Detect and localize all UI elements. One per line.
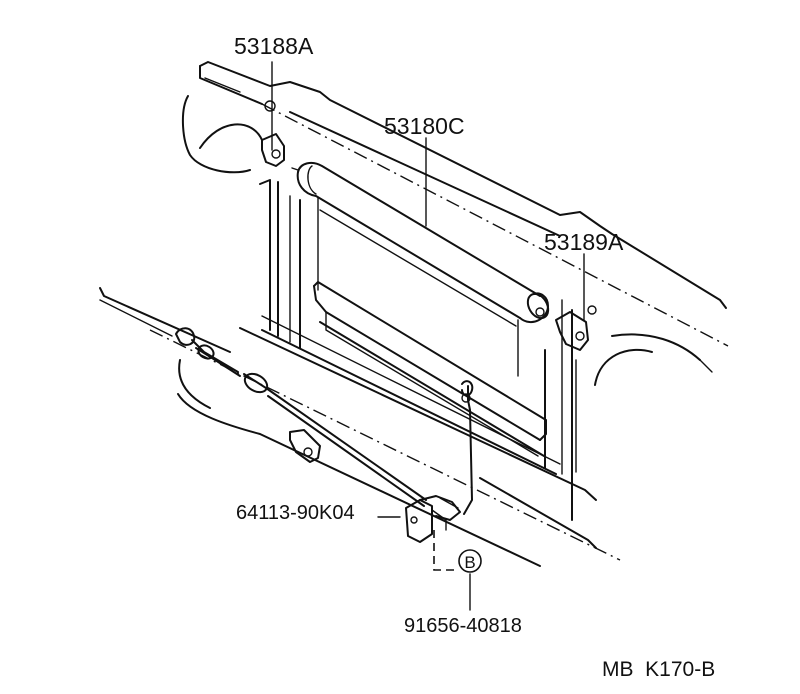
leader-lines	[271, 61, 585, 611]
callout-b: B	[458, 549, 482, 573]
clip-64113	[289, 429, 321, 463]
bracket-53189A	[555, 305, 597, 351]
roller-shade-assembly	[291, 161, 550, 457]
pull-cable	[175, 327, 474, 515]
label-53188A: 53188A	[234, 33, 314, 59]
lower-bracket	[405, 495, 461, 543]
window-frame	[259, 179, 577, 521]
diagram-code: MB K170-B	[602, 658, 715, 681]
callout-b-letter: B	[464, 553, 475, 572]
bracket-53188A	[261, 100, 285, 167]
label-64113-90K04: 64113-90K04	[236, 502, 355, 524]
upper-body-panel	[182, 61, 729, 386]
label-53180C: 53180C	[384, 113, 465, 139]
label-53189A: 53189A	[544, 229, 624, 255]
label-91656-40818: 91656-40818	[404, 615, 522, 637]
callout-b-circle	[458, 549, 482, 573]
